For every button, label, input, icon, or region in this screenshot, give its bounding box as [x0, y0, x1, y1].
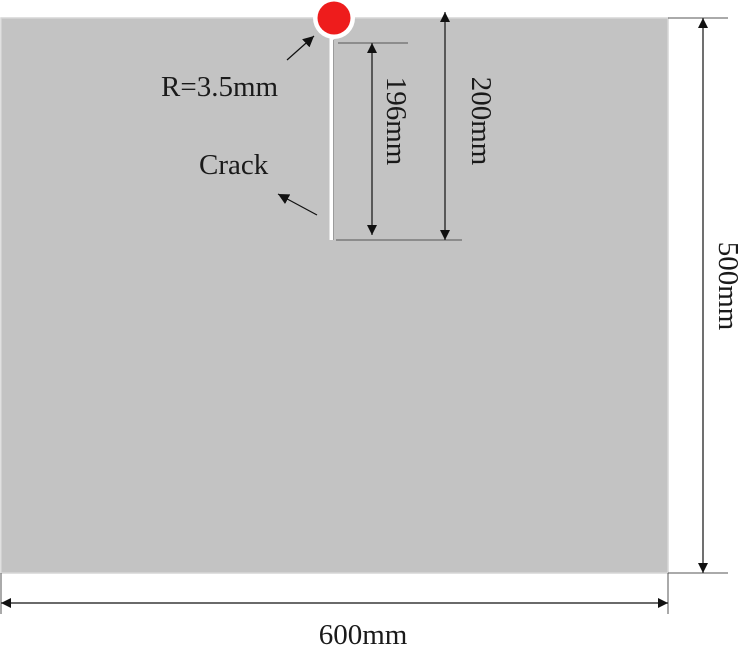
- radius-label: R=3.5mm: [161, 71, 279, 103]
- dim-crack-length-label: 196mm: [380, 77, 412, 166]
- crack-slit: [329, 30, 334, 240]
- crack-leader: [277, 193, 318, 216]
- dim-notch-depth-label: 200mm: [465, 77, 497, 166]
- crack-label: Crack: [199, 149, 269, 181]
- dim-plate-width-label: 600mm: [319, 619, 408, 651]
- radius-leader: [286, 35, 315, 61]
- notch-marker: [317, 1, 351, 35]
- plate: [0, 17, 669, 574]
- dim-plate-height-label: 500mm: [712, 242, 744, 331]
